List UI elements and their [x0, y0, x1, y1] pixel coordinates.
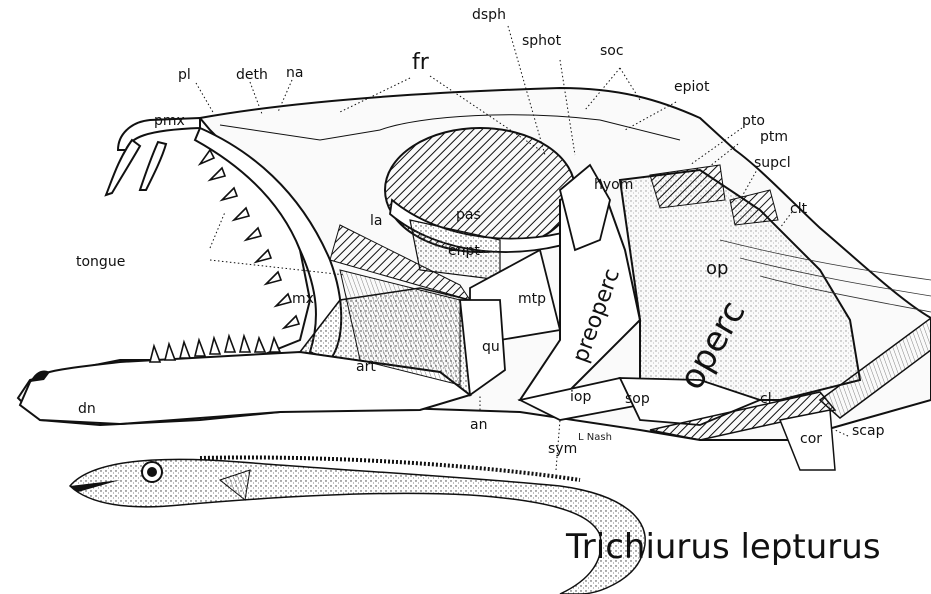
label-op: op [706, 260, 728, 278]
label-epiot: epiot [674, 80, 709, 94]
label-enpt: enpt [448, 244, 480, 258]
label-mtp: mtp [518, 292, 546, 306]
label-soc: soc [600, 44, 624, 58]
label-pas: pas [456, 208, 481, 222]
label-dn: dn [78, 402, 96, 416]
label-art: art [356, 360, 376, 374]
label-cor: cor [800, 432, 822, 446]
fang-2 [140, 142, 166, 190]
label-qu: qu [482, 340, 500, 354]
label-fr: fr [412, 52, 429, 74]
label-supcl: supcl [754, 156, 791, 170]
label-pmx: pmx [154, 114, 185, 128]
label-mx: mx [292, 292, 314, 306]
whole-fish-inset [70, 457, 645, 594]
label-la: la [370, 214, 382, 228]
label-sop: sop [625, 392, 650, 406]
label-hyom: hyom [594, 178, 633, 192]
label-dsph: dsph [472, 8, 506, 22]
label-clt: clt [790, 202, 807, 216]
label-pto: pto [742, 114, 765, 128]
label-scap: scap [852, 424, 884, 438]
species-caption: Trichiurus lepturus [566, 530, 881, 564]
label-iop: iop [570, 390, 591, 404]
label-na: na [286, 66, 303, 80]
label-deth: deth [236, 68, 268, 82]
label-sphot: sphot [522, 34, 561, 48]
label-cl: cl [760, 392, 772, 406]
fish-pupil [147, 467, 157, 477]
artist-signature: L Nash [578, 432, 612, 443]
label-an: an [470, 418, 487, 432]
label-pl: pl [178, 68, 191, 82]
label-tongue: tongue [76, 255, 125, 269]
label-sym: sym [548, 442, 577, 456]
label-ptm: ptm [760, 130, 788, 144]
